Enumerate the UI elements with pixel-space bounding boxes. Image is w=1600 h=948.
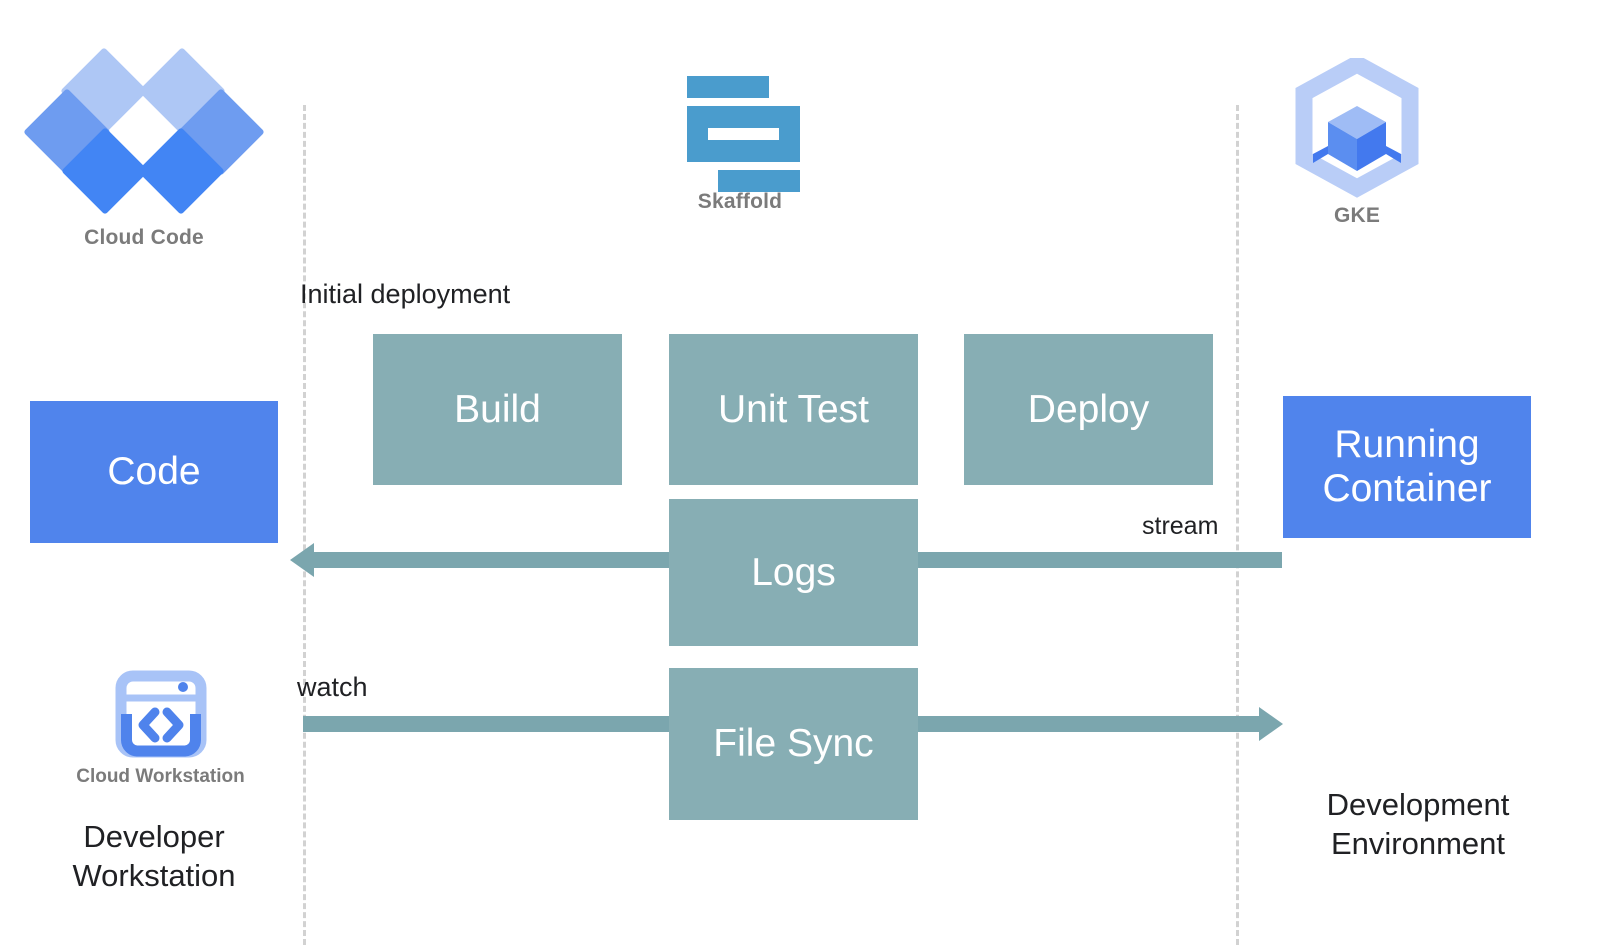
running-container-line-1: Running — [1334, 423, 1480, 467]
skaffold-s-blocks-icon — [640, 60, 840, 192]
logo-skaffold: Skaffold — [640, 60, 840, 250]
logs-arrow-head-left — [290, 543, 314, 577]
boundary-line-right — [1236, 105, 1239, 945]
boundary-line-left — [303, 105, 306, 945]
bar-shape — [779, 106, 800, 162]
development-environment-line-2: Environment — [1330, 826, 1506, 862]
stage-box-build[interactable]: Build — [373, 334, 622, 485]
developer-workstation-line-1: Developer — [83, 819, 225, 854]
developer-workstation-line-2: Workstation — [72, 858, 236, 894]
running-container-line-2: Container — [1322, 467, 1492, 510]
bar-shape — [687, 76, 769, 98]
logo-caption-gke: GKE — [1333, 204, 1381, 227]
code-box[interactable]: Code — [30, 401, 278, 543]
bar-shape — [687, 106, 800, 128]
flow-box-logs[interactable]: Logs — [669, 499, 918, 646]
cloud-workstation-window-code-icon — [115, 668, 207, 760]
bar-shape — [687, 140, 800, 162]
cloud-code-diamonds-icon — [23, 47, 265, 215]
label-watch: watch — [297, 672, 368, 702]
caption-developer-workstation: Developer Workstation — [30, 817, 278, 895]
stage-box-deploy[interactable]: Deploy — [964, 334, 1213, 485]
stage-box-unit-test[interactable]: Unit Test — [669, 334, 918, 485]
flow-box-file-sync[interactable]: File Sync — [669, 668, 918, 820]
logo-caption-skaffold: Skaffold — [697, 190, 783, 213]
gke-svg — [1295, 54, 1419, 198]
bar-shape — [718, 170, 800, 192]
file-sync-arrow-head-right — [1259, 707, 1283, 741]
gke-hexagon-cube-icon — [1262, 54, 1452, 198]
label-initial-deployment: Initial deployment — [300, 279, 511, 309]
running-container-box[interactable]: Running Container — [1283, 396, 1531, 538]
development-environment-line-1: Development — [1326, 787, 1510, 822]
logo-cloud-workstation: Cloud Workstation — [58, 668, 263, 788]
logo-caption-cloud-code: Cloud Code — [84, 226, 204, 249]
logo-gke: GKE — [1262, 54, 1452, 258]
caption-development-environment: Development Environment — [1288, 785, 1548, 863]
caption-cloud-workstation: Cloud Workstation — [76, 766, 245, 787]
label-stream: stream — [1142, 512, 1219, 540]
cloud-workstation-svg — [115, 670, 206, 758]
logo-cloud-code: Cloud Code — [23, 47, 265, 258]
